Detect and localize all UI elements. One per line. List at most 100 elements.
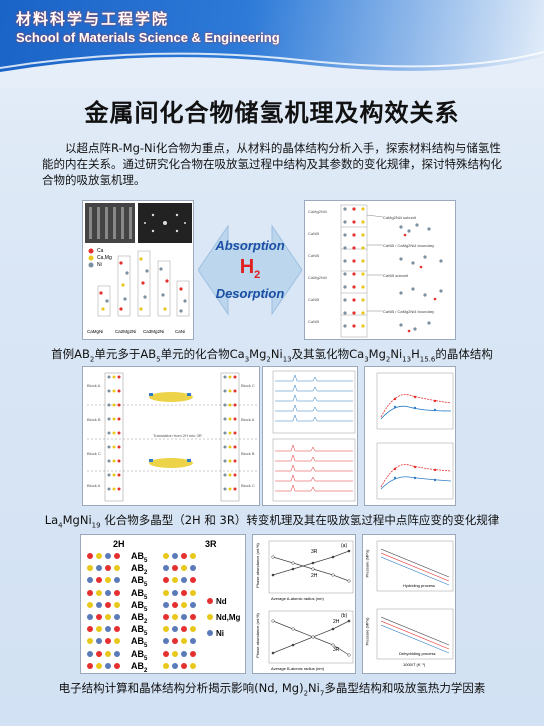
atom-dot xyxy=(114,638,120,645)
ab-layer-row: AB5 xyxy=(85,588,245,600)
stack-label-3r: 3R xyxy=(205,539,217,549)
plot-b-3r: 3R xyxy=(333,647,340,653)
svg-text:Block A: Block A xyxy=(87,383,101,388)
school-name-en: School of Materials Science & Engineerin… xyxy=(16,30,280,45)
atom-dot xyxy=(105,614,111,620)
atom-dot xyxy=(114,650,120,657)
atom-dot xyxy=(181,662,187,669)
svg-text:CaMg2Ni4: CaMg2Ni4 xyxy=(308,275,328,280)
ab-layer-dots-left xyxy=(87,589,120,596)
atom-dot xyxy=(190,662,196,669)
section3-pressure-figure: Hydriding process Dehydriding process 10… xyxy=(362,534,456,674)
atom-dot xyxy=(172,626,178,633)
ab-layer-row: AB5 xyxy=(85,636,245,650)
svg-text:Block C: Block C xyxy=(241,383,255,388)
atom-dot xyxy=(190,626,196,633)
atom-dot xyxy=(114,589,120,596)
atom-dot xyxy=(190,589,196,596)
section1-left-figure: Ca Ca,Mg Ni CaMgNi Ca2Mg2Ni Ca3Mg2Ni CaN… xyxy=(82,200,194,340)
atom-dot xyxy=(172,650,178,657)
atom-dot xyxy=(172,577,178,584)
atom-dot xyxy=(172,553,178,559)
atom-dot xyxy=(172,638,178,645)
atom-dot xyxy=(87,614,93,620)
svg-text:CaNi5 / CaMg2Ni4 boundary: CaNi5 / CaMg2Ni4 boundary xyxy=(383,243,434,248)
atom-dot xyxy=(96,589,102,596)
legend-ca-mg: Ca,Mg xyxy=(97,255,112,261)
ab-layer-row: AB5 xyxy=(85,551,245,564)
legend-ni: Ni xyxy=(97,262,102,268)
section2-xrd-figure xyxy=(262,366,358,506)
atom-dot xyxy=(163,626,169,633)
ab-layer-label: AB5 xyxy=(131,599,148,613)
section3-phase-figure: (a) (b) 3R 2H 2H 3R Average A-atomic rad… xyxy=(252,534,356,674)
atom-dot xyxy=(114,565,120,572)
svg-text:Block C: Block C xyxy=(241,483,255,488)
atom-dot xyxy=(190,565,196,572)
atom-dot xyxy=(190,614,196,620)
ab-layer-label: AB2 xyxy=(131,563,148,576)
atom-dot xyxy=(96,626,102,633)
svg-text:CaMg2Ni4 subunit: CaMg2Ni4 subunit xyxy=(383,215,417,220)
ab-layer-dots-left xyxy=(87,650,120,657)
atom-dot xyxy=(105,553,111,559)
y-axis-label-a: Phase abundance (wt.%) xyxy=(254,543,260,588)
section2-strain-figure xyxy=(364,366,456,506)
dehydriding-label: Dehydriding process xyxy=(399,651,436,656)
ab-layer-dots-right xyxy=(163,565,196,572)
atom-dot xyxy=(163,614,169,620)
y-axis-label-p-b: Pressure (MPa) xyxy=(364,617,370,646)
ab-layer-label: AB5 xyxy=(131,575,148,589)
ab-layer-row: AB5 xyxy=(85,575,245,589)
svg-text:Block A: Block A xyxy=(87,483,101,488)
ab-layer-label: AB5 xyxy=(131,648,148,662)
ab-layer-row: AB5 xyxy=(85,624,245,637)
plot-b-2h: 2H xyxy=(333,619,340,625)
school-name-cn: 材料科学与工程学院 xyxy=(16,10,170,28)
ab-layer-dots-right xyxy=(163,626,196,633)
atom-dot xyxy=(163,650,169,657)
atom-dot xyxy=(105,662,111,669)
legend-ni: Ni xyxy=(207,629,224,638)
atom-dot xyxy=(181,638,187,645)
atom-dot xyxy=(105,626,111,633)
atom-dot xyxy=(87,601,93,608)
atom-dot xyxy=(114,662,120,669)
atom-dot xyxy=(172,589,178,596)
atom-dot xyxy=(96,638,102,645)
atom-dot xyxy=(172,565,178,572)
atom-dot xyxy=(172,601,178,608)
ab-layer-label: AB5 xyxy=(131,636,148,650)
atom-dot xyxy=(114,577,120,584)
atom-dot xyxy=(190,577,196,584)
atom-dot xyxy=(181,614,187,620)
legend-nd-mg: Nd,Mg xyxy=(207,613,240,622)
atom-dot xyxy=(163,565,169,572)
svg-text:CaMg2Ni4: CaMg2Ni4 xyxy=(308,209,328,214)
atom-dot xyxy=(87,553,93,559)
legend-nd: Nd xyxy=(207,597,227,606)
atom-dot xyxy=(181,589,187,596)
atom-dot xyxy=(163,577,169,584)
plot-a-label: (a) xyxy=(341,543,348,549)
ab-layer-dots-left xyxy=(87,553,120,559)
ab-layer-dots-right xyxy=(163,662,196,669)
ab-layer-dots-right xyxy=(163,589,196,596)
svg-text:Block A: Block A xyxy=(241,417,255,422)
svg-text:Translation from 2H into 3R: Translation from 2H into 3R xyxy=(153,433,202,438)
atom-dot xyxy=(87,662,93,669)
cell-label-2: Ca2Mg2Ni xyxy=(115,329,137,334)
atom-dot xyxy=(105,565,111,572)
atom-dot xyxy=(190,553,196,559)
ab-layer-dots-left xyxy=(87,626,120,633)
intro-paragraph: 以超点阵R-Mg-Ni化合物为重点，从材料的晶体结构分析入手，探索材料结构与储氢… xyxy=(42,141,502,187)
ab-layer-dots-left xyxy=(87,565,120,572)
ab-layer-row: AB5 xyxy=(85,599,245,613)
tem-image xyxy=(85,203,135,243)
svg-text:CaNi5: CaNi5 xyxy=(308,297,320,302)
atom-dot xyxy=(181,565,187,572)
cell-label-1: CaMgNi xyxy=(87,329,104,334)
ab-layer-dots-right xyxy=(163,614,196,620)
